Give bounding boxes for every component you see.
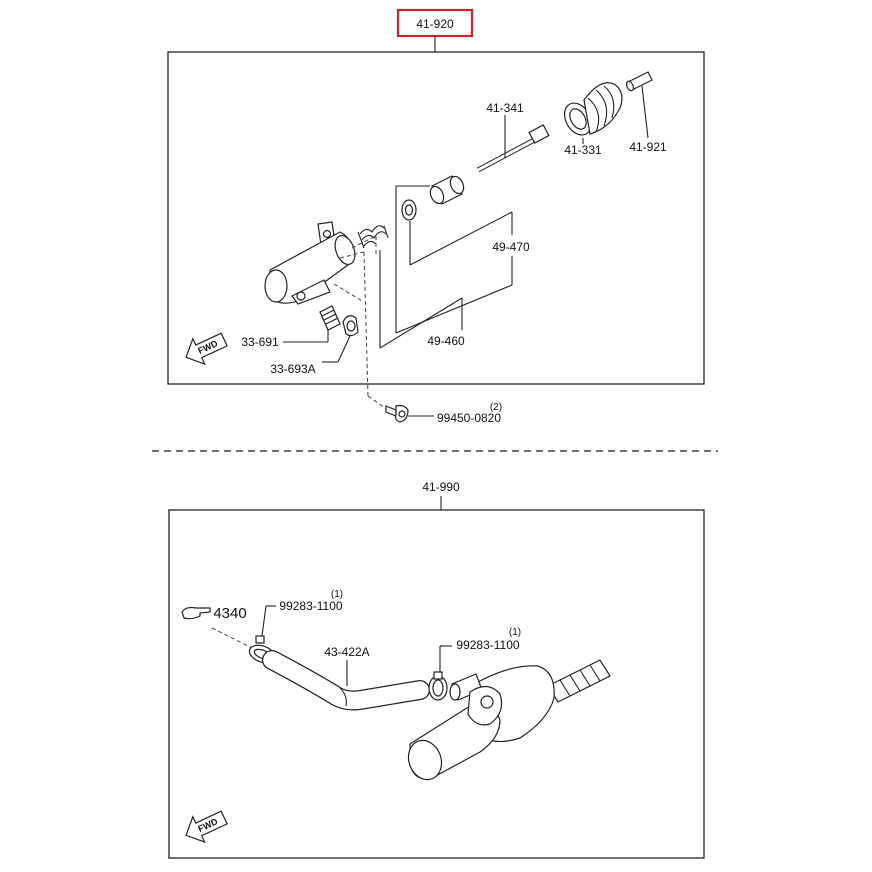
hand-pointer-icon bbox=[181, 606, 211, 620]
bolt-part bbox=[385, 404, 409, 423]
boot-part bbox=[563, 82, 623, 136]
ref-4340[interactable]: 4340 bbox=[213, 605, 246, 622]
fwd-arrow-icon: FWD bbox=[185, 810, 228, 844]
label-49-460[interactable]: 49-460 bbox=[427, 334, 465, 348]
label-33-693a[interactable]: 33-693A bbox=[270, 362, 315, 376]
label-41-921[interactable]: 41-921 bbox=[629, 140, 667, 154]
top-frame bbox=[167, 51, 705, 385]
pin-part bbox=[625, 71, 653, 92]
hose-part bbox=[262, 650, 430, 711]
piston-part bbox=[429, 175, 465, 205]
spring-part bbox=[357, 225, 389, 249]
main-label-41-920[interactable]: 41-920 bbox=[416, 17, 454, 31]
label-99450-0820[interactable]: 99450-0820 bbox=[437, 411, 501, 425]
label-49-470[interactable]: 49-470 bbox=[492, 240, 530, 254]
fwd-arrow-icon: FWD bbox=[185, 332, 228, 366]
label-hose[interactable]: 43-422A bbox=[324, 645, 369, 659]
bottom-assembly: 41-990 4340 99283-1100 (1) 43-422A bbox=[168, 480, 705, 859]
label-clamp-b[interactable]: 99283-1100 bbox=[456, 638, 519, 652]
label-41-331[interactable]: 41-331 bbox=[564, 143, 602, 157]
hose-clamp-b-part bbox=[428, 671, 448, 701]
bottom-frame bbox=[168, 509, 705, 859]
label-41-341[interactable]: 41-341 bbox=[486, 101, 524, 115]
top-assembly: 41-920 41-341 41-331 41-921 bbox=[167, 8, 705, 425]
qty-clamp-a: (1) bbox=[331, 589, 343, 600]
qty-99450-0820: (2) bbox=[490, 402, 502, 413]
label-33-691[interactable]: 33-691 bbox=[241, 335, 279, 349]
seal-ring-part bbox=[401, 199, 417, 221]
main-label-41-990[interactable]: 41-990 bbox=[422, 480, 460, 494]
slave-cylinder-part bbox=[264, 221, 356, 305]
bleeder-screw-part bbox=[319, 305, 341, 331]
master-cylinder-part bbox=[407, 659, 611, 781]
bleeder-cap-part bbox=[342, 315, 359, 337]
push-rod-part bbox=[476, 124, 550, 173]
label-clamp-a[interactable]: 99283-1100 bbox=[279, 599, 342, 613]
qty-clamp-b: (1) bbox=[509, 627, 521, 638]
